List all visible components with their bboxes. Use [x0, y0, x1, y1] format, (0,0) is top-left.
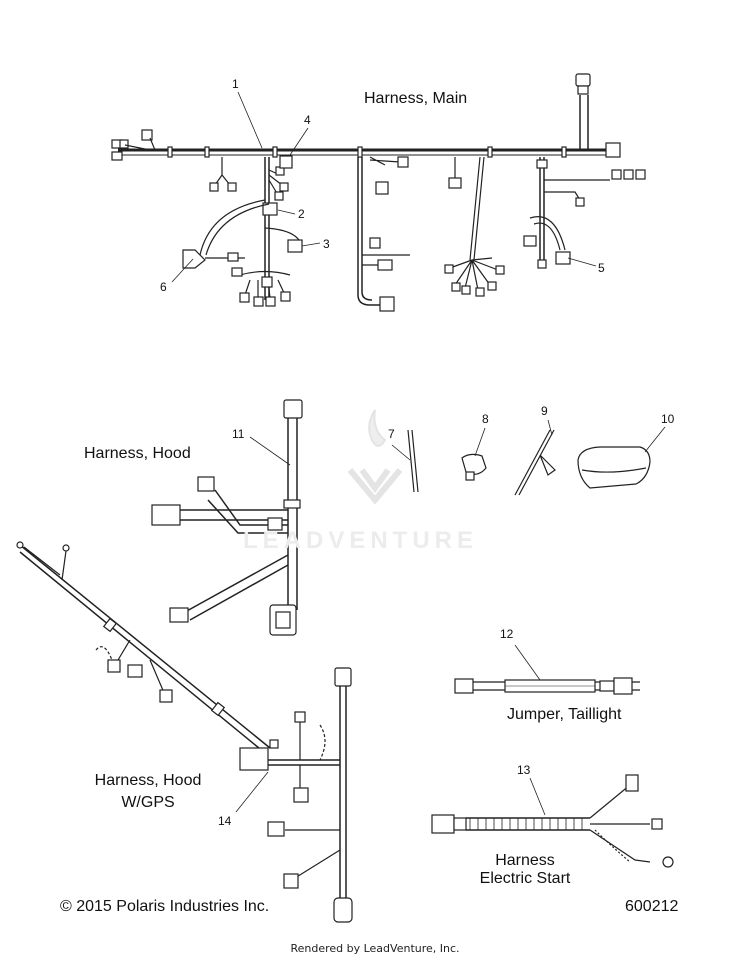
leader-line-14 [235, 771, 269, 813]
part-9-tie [514, 419, 556, 496]
callout-14: 14 [218, 814, 232, 828]
harness-main [111, 73, 646, 312]
title-harness-hood-gps-line1: Harness, Hood [94, 772, 202, 789]
rendered-by-footer: Rendered by LeadVenture, Inc. [290, 942, 460, 955]
title-harness-electric-start-line2: Electric Start [479, 870, 571, 887]
part-7-tie [391, 429, 419, 493]
part-10-boot [577, 426, 666, 489]
callout-5: 5 [598, 261, 605, 275]
callout-7: 7 [388, 427, 395, 441]
callout-10: 10 [661, 412, 675, 426]
harness-electric-start [431, 774, 674, 868]
callout-6: 6 [160, 280, 167, 294]
title-harness-main: Harness, Main [364, 90, 468, 107]
title-harness-electric-start-line1: Harness [495, 852, 555, 869]
callout-8: 8 [482, 412, 489, 426]
callout-12: 12 [500, 627, 514, 641]
copyright-text: © 2015 Polaris Industries Inc. [60, 898, 270, 915]
harness-hood [151, 399, 303, 636]
leader-lines-main [171, 91, 597, 283]
callout-11: 11 [232, 427, 245, 441]
callout-1: 1 [232, 77, 239, 91]
part-8-clip [461, 427, 487, 481]
watermark-text: LEADVENTURE [243, 527, 479, 554]
title-harness-hood: Harness, Hood [84, 445, 191, 462]
title-harness-hood-gps-line2: W/GPS [121, 794, 175, 811]
harness-hood-gps [16, 541, 353, 923]
callout-2: 2 [298, 207, 305, 221]
jumper-taillight [454, 644, 640, 695]
callout-3: 3 [323, 237, 330, 251]
watermark-logo [347, 409, 403, 505]
diagram-id: 600212 [625, 898, 679, 915]
callout-9: 9 [541, 404, 548, 418]
leader-line-11 [249, 436, 291, 466]
callout-13: 13 [517, 763, 531, 777]
title-jumper-taillight: Jumper, Taillight [507, 706, 622, 723]
callout-4: 4 [304, 113, 311, 127]
